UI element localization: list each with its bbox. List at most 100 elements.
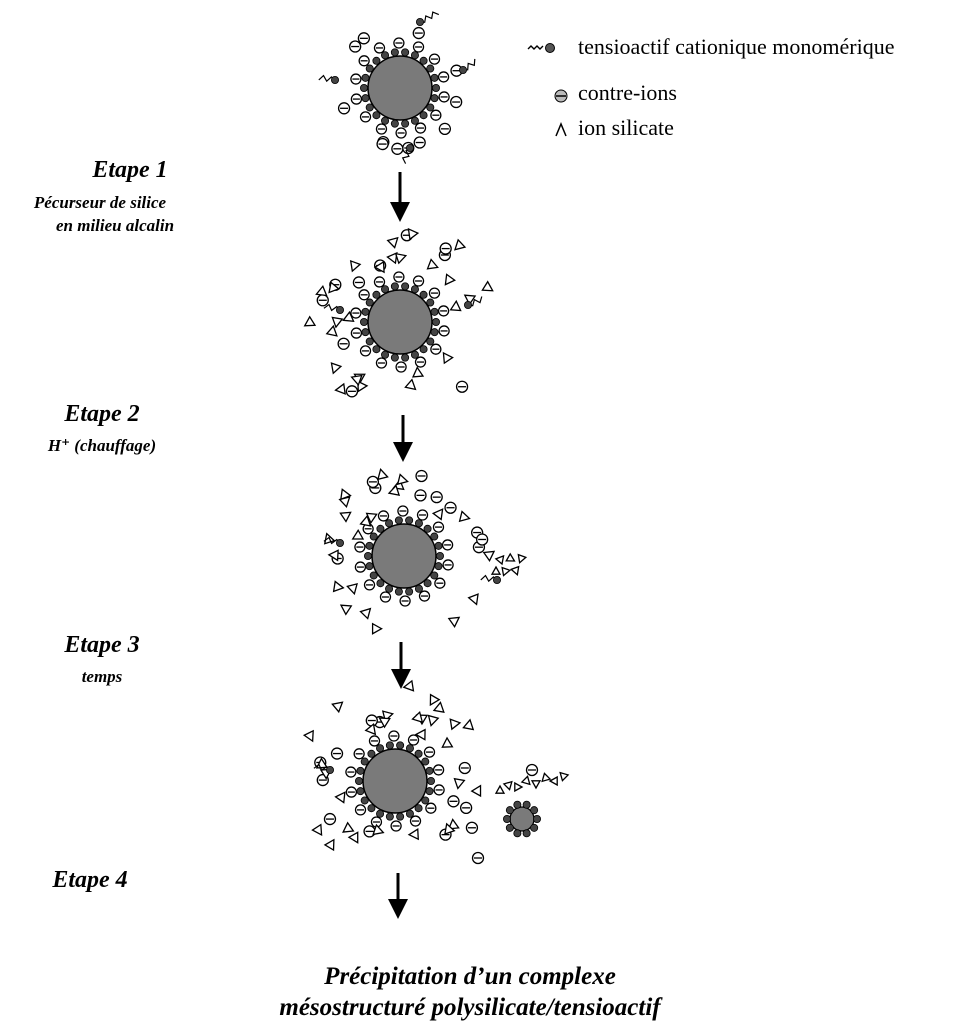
surfactant-head [513, 829, 522, 838]
surfactant-head [426, 777, 435, 786]
counter-ion [455, 380, 469, 393]
counter-ion [366, 475, 380, 489]
cluster-stage-3 [323, 468, 528, 635]
counter-ion [370, 816, 383, 828]
surfactant-head [426, 337, 435, 346]
counter-ion [354, 804, 367, 816]
silicate-ion [411, 366, 425, 378]
counter-ion [414, 122, 427, 134]
silicate-ion [364, 722, 377, 736]
silicate-ion [463, 294, 477, 306]
silicate-ion [462, 718, 475, 731]
surfactant-head [365, 541, 374, 550]
surfactant-head [401, 48, 410, 57]
surfactant-head [376, 809, 385, 818]
silicate-ion [494, 784, 506, 794]
silicate-ion [359, 607, 372, 620]
surfactant-head [361, 328, 370, 337]
counter-ion [525, 763, 539, 777]
silicate-ion [530, 780, 542, 790]
silicate-ion [442, 351, 454, 365]
counter-ion [430, 490, 443, 504]
surfactant-head [367, 804, 376, 813]
silicate-ion [327, 549, 339, 562]
surfactant-head [390, 119, 399, 128]
counter-ion [365, 714, 378, 727]
surfactant-head [505, 806, 514, 815]
silicate-ion [559, 771, 570, 782]
surfactant-head [502, 815, 511, 824]
surfactant-head [372, 56, 381, 65]
counter-ion [358, 55, 370, 67]
cluster-stage-2 [303, 227, 494, 398]
counter-ion [349, 40, 362, 53]
surfactant-head [430, 94, 439, 103]
legend-surfactant-icon [527, 43, 555, 53]
silicate-ion [449, 718, 462, 731]
surfactant-head [533, 815, 542, 824]
counter-ion [475, 533, 489, 546]
surfactant-head [410, 350, 419, 359]
silicate-ion [467, 593, 479, 606]
silicate-ion [334, 382, 346, 395]
surfactant-head [434, 541, 443, 550]
surfactant-head [385, 741, 394, 750]
silicate-ion [325, 324, 338, 337]
surfactant-head [401, 353, 410, 362]
surfactant-head [435, 552, 444, 561]
silicate-ion [377, 468, 389, 481]
surfactant-head [369, 532, 378, 541]
surfactant-head [381, 51, 390, 60]
surfactant-head [410, 285, 419, 294]
micelle-core [362, 748, 428, 814]
surfactant-head [414, 584, 423, 593]
counter-ion [363, 825, 376, 838]
surfactant-head [410, 116, 419, 125]
surfactant-head [431, 84, 440, 93]
silicate-ion [331, 701, 344, 714]
silicate-ion [331, 316, 344, 329]
surfactant-head [414, 519, 423, 528]
surfactant-head [405, 744, 414, 753]
surfactant-head [365, 337, 374, 346]
silicate-ion [371, 622, 383, 635]
legend-counter-ion-icon [554, 89, 568, 103]
counter-ion [438, 91, 450, 103]
counter-ion [432, 764, 445, 776]
step-1-sub-line-1: Pécurseur de silice [33, 193, 167, 212]
silicate-ion [402, 679, 415, 692]
silicate-ion [470, 784, 482, 798]
surfactant-head [360, 757, 369, 766]
counter-ion [395, 361, 407, 373]
counter-ion [471, 851, 485, 865]
counter-ion [439, 242, 452, 255]
silicate-ion [407, 227, 420, 241]
silicate-ion [404, 378, 417, 391]
counter-ion [359, 345, 372, 357]
surfactant-head [376, 579, 385, 588]
surfactant-head [394, 516, 403, 525]
silicate-ion [303, 315, 317, 327]
silicate-ion [347, 831, 359, 844]
surfactant-head [356, 787, 365, 796]
counter-ion [379, 591, 392, 603]
silicate-ion [386, 236, 399, 249]
counter-ion [353, 748, 365, 760]
surfactant-head [492, 576, 501, 585]
silicate-ion [328, 281, 340, 294]
result-line-2: mésostructuré polysilicate/tensioactif [279, 994, 661, 1021]
counter-ion [393, 37, 405, 49]
counter-ion [430, 343, 442, 355]
silicate-ion [373, 260, 385, 274]
counter-ion [354, 561, 367, 573]
counter-ion [425, 802, 437, 814]
silicate-ion [517, 553, 528, 565]
silicate-ion [444, 822, 456, 836]
surfactant-head [385, 812, 394, 821]
silicate-ion [481, 280, 494, 292]
surfactant-head [381, 116, 390, 125]
surfactant-head [381, 350, 390, 359]
counter-ion [458, 761, 471, 775]
silicate-ion [427, 714, 440, 727]
surfactant-head [430, 571, 439, 580]
